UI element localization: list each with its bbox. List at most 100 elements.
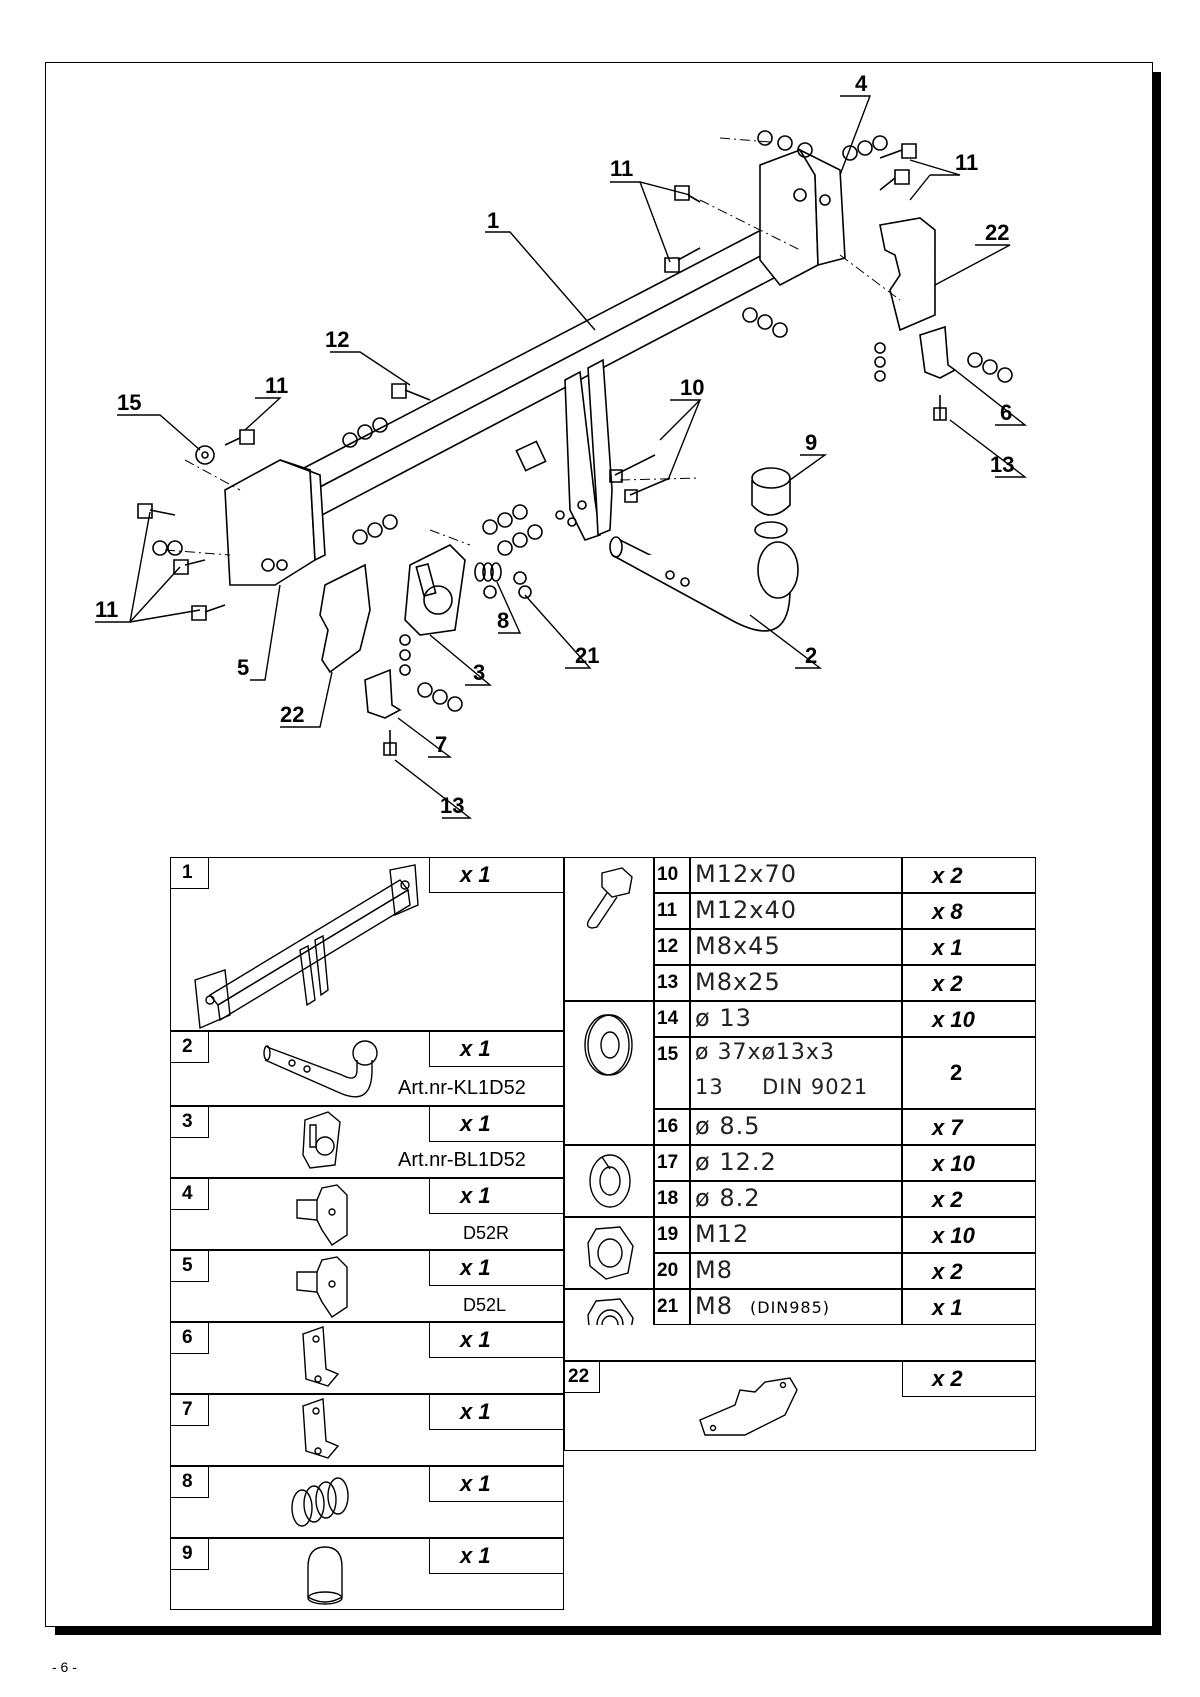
spacer-plate-right [880, 218, 935, 330]
callout-13: 13 [440, 793, 464, 818]
bolts [138, 144, 946, 755]
part-spec: ø 13 [695, 1004, 752, 1032]
socket-plate-thumbnail [300, 1110, 370, 1175]
part-quantity: x 10 [932, 1223, 975, 1248]
callout-21: 21 [575, 643, 599, 668]
frame-shadow [1153, 72, 1161, 1635]
part-spec: ø 8.5 [695, 1112, 761, 1140]
part-number: 18 [657, 1188, 679, 1209]
part-spec-note: (DIN985) [750, 1298, 831, 1317]
article-number: Art.nr-BL1D52 [398, 1149, 526, 1171]
spring-washer-icon-cell [564, 1145, 654, 1217]
part-quantity: x 1 [460, 1255, 491, 1280]
hex-nut-icon [578, 1221, 642, 1285]
part-number: 7 [182, 1399, 193, 1420]
callout-22: 22 [280, 702, 304, 727]
spring-thumbnail [282, 1470, 372, 1534]
part-quantity: x 1 [460, 1183, 491, 1208]
part-number: 4 [182, 1183, 193, 1204]
frame-shadow [55, 1627, 1161, 1635]
washer-icon [580, 1010, 640, 1080]
part-quantity: x 2 [932, 1366, 963, 1391]
part-quantity: x 2 [932, 1187, 963, 1212]
page-number: - 6 - [52, 1659, 77, 1675]
part-spec: M8x45 [695, 932, 781, 960]
part-quantity: x 2 [932, 971, 963, 996]
part-quantity: x 10 [932, 1151, 975, 1176]
angle-bracket-7 [365, 670, 400, 718]
callout-11: 11 [265, 373, 288, 398]
callout-6: 6 [1000, 400, 1012, 425]
part-quantity: x 1 [932, 1295, 963, 1320]
part-quantity: x 8 [932, 899, 963, 924]
callout-8: 8 [497, 608, 509, 633]
part-quantity: x 2 [932, 1259, 963, 1284]
part-spec: M12x70 [695, 860, 797, 888]
part-spec: M8 [695, 1256, 733, 1284]
bolt-icon-cell [564, 857, 654, 1001]
part-number: 11 [657, 900, 678, 921]
part-spec: ø 37xø13x3 [695, 1040, 835, 1065]
part-quantity: x 1 [460, 1111, 491, 1136]
part-number: 14 [657, 1008, 679, 1029]
callout-13: 13 [990, 452, 1014, 477]
nut-icon-cell [564, 1217, 654, 1289]
part-number: 12 [657, 936, 679, 957]
part-number: 2 [182, 1036, 193, 1057]
part-row-2 [170, 1031, 564, 1106]
article-number: Art.nr-KL1D52 [398, 1077, 526, 1099]
part-spec-detail: 13 DIN 9021 [695, 1075, 869, 1099]
right-bracket-thumbnail [292, 1180, 362, 1248]
part-spec: ø 8.2 [695, 1184, 761, 1212]
callout-3: 3 [473, 660, 485, 685]
exploded-assembly-diagram: 1 4 11 11 22 12 15 11 10 9 6 13 11 8 21 … [95, 71, 1028, 819]
right-bracket [760, 150, 818, 285]
left-bracket [225, 460, 315, 585]
part-number: 16 [657, 1116, 679, 1137]
spacer-plate-thumbnail [695, 1370, 805, 1445]
part-number: 6 [182, 1327, 193, 1348]
left-bracket-thumbnail [292, 1252, 362, 1320]
part-row-3 [170, 1106, 564, 1178]
part-quantity: x 1 [460, 862, 491, 887]
callout-12: 12 [325, 327, 349, 352]
callout-15: 15 [117, 390, 141, 415]
washer-icon-cell [564, 1001, 654, 1145]
part-quantity: x 10 [932, 1007, 975, 1032]
part-number: 17 [657, 1152, 679, 1173]
part-spec: M8 [695, 1292, 733, 1320]
part-number: 5 [182, 1255, 193, 1276]
part-number: 3 [182, 1111, 193, 1132]
callout-10: 10 [680, 375, 704, 400]
part-spec: M8x25 [695, 968, 781, 996]
part-quantity: 2 [950, 1060, 963, 1085]
part-number: 21 [657, 1296, 679, 1317]
ball-cover [752, 468, 790, 538]
angle-bracket-thumbnail [298, 1396, 348, 1464]
ball-cover-thumbnail [300, 1542, 350, 1608]
part-number: 20 [657, 1260, 679, 1281]
part-quantity: x 1 [460, 1036, 491, 1061]
part-number: 8 [182, 1471, 193, 1492]
callout-2: 2 [805, 643, 817, 668]
part-spec: M12x40 [695, 896, 797, 924]
callout-5: 5 [237, 655, 249, 680]
part-quantity: x 7 [932, 1115, 963, 1140]
part-number: 19 [657, 1224, 679, 1245]
crossbeam [300, 215, 810, 487]
angle-bracket-6 [920, 327, 955, 378]
callout-7: 7 [435, 732, 447, 757]
callout-1: 1 [487, 208, 499, 233]
part-code: D52R [463, 1223, 510, 1243]
towball-neck [610, 537, 798, 631]
part-quantity: x 1 [460, 1471, 491, 1496]
bolt-icon [577, 865, 647, 935]
part-quantity: x 2 [932, 863, 963, 888]
part-quantity: x 1 [460, 1399, 491, 1424]
callout-9: 9 [805, 430, 817, 455]
callout-4: 4 [855, 71, 868, 96]
crossbeam-thumbnail [190, 860, 430, 1030]
callout-11: 11 [955, 150, 978, 175]
part-number: 13 [657, 972, 679, 993]
spring-washer-icon [580, 1149, 640, 1213]
